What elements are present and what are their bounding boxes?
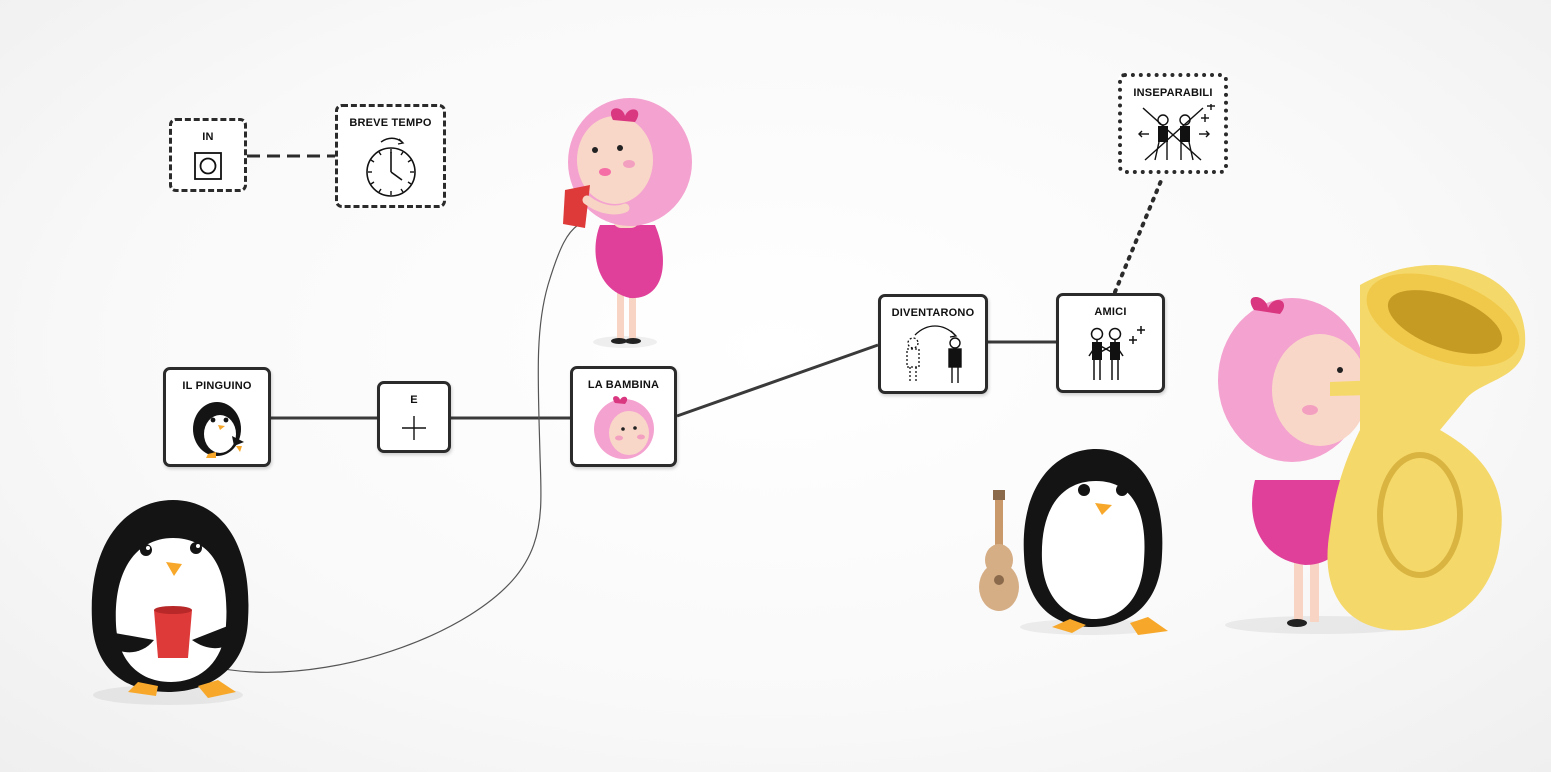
card-e[interactable]: E (377, 381, 451, 453)
become-icon (881, 319, 985, 391)
card-label: BREVE TEMPO (349, 117, 432, 129)
friends-icon (1059, 318, 1162, 390)
card-diventarono[interactable]: DIVENTARONO (878, 294, 988, 394)
penguin-with-ukulele (979, 449, 1168, 635)
card-label: INSEPARABILI (1133, 87, 1213, 99)
penguin-with-cup (91, 500, 249, 705)
card-label: LA BAMBINA (587, 379, 660, 391)
card-in[interactable]: IN (169, 118, 247, 192)
inseparable-icon (1122, 99, 1224, 170)
card-breve-tempo[interactable]: BREVE TEMPO (335, 104, 446, 208)
clock-icon (338, 129, 443, 205)
card-label: DIVENTARONO (891, 307, 975, 319)
girl-with-tuba (1218, 265, 1526, 634)
dotted-connector (1113, 174, 1165, 294)
card-label: E (410, 394, 418, 406)
telephone-string (184, 224, 579, 673)
card-label: IL PINGUINO (182, 380, 252, 392)
connectors (247, 154, 1165, 420)
girl-with-cup (563, 98, 692, 348)
connector-line (676, 343, 879, 418)
card-il-pinguino[interactable]: IL PINGUINO (163, 367, 271, 467)
girl-icon (573, 391, 674, 464)
card-label: AMICI (1094, 306, 1127, 318)
square-circle-icon (172, 143, 244, 189)
penguin-icon (166, 392, 268, 464)
plus-icon (380, 406, 448, 450)
card-label: IN (202, 131, 214, 143)
card-inseparabili[interactable]: INSEPARABILI (1118, 73, 1228, 174)
card-amici[interactable]: AMICI (1056, 293, 1165, 393)
card-la-bambina[interactable]: LA BAMBINA (570, 366, 677, 467)
